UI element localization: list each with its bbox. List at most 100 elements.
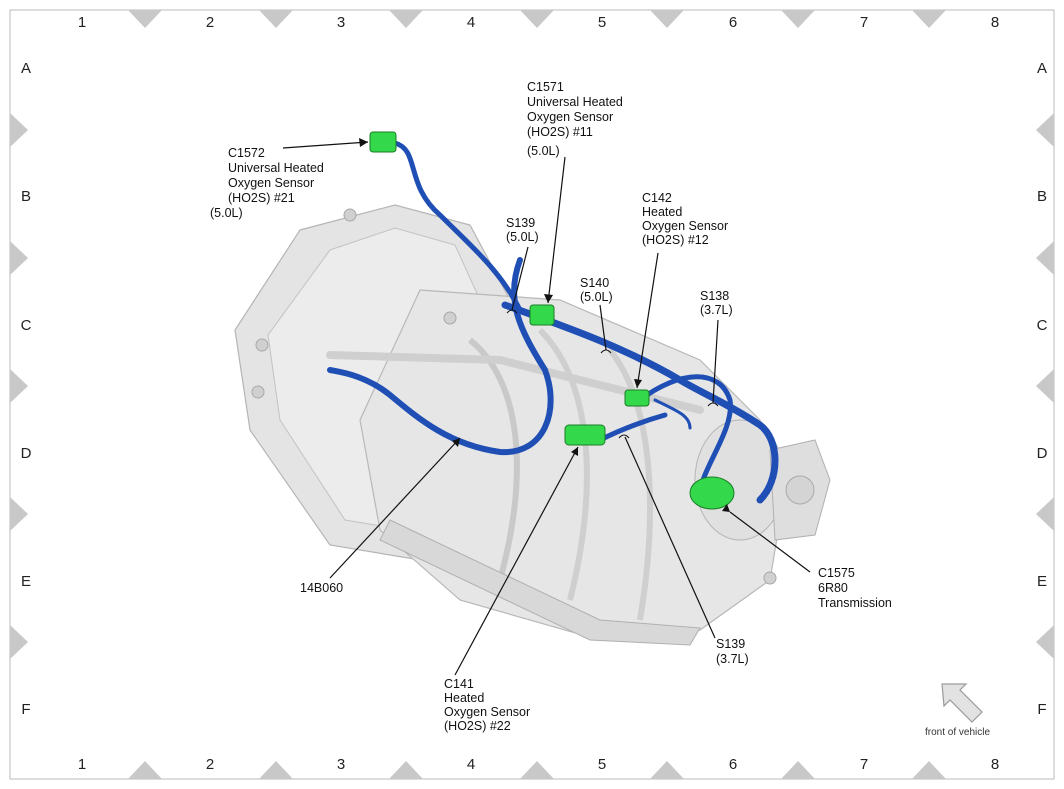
grid-row-label-right: C xyxy=(1037,317,1048,334)
callout-14b060: 14B060 xyxy=(300,581,343,595)
grid-marker xyxy=(1036,497,1054,531)
callout-s139-37: S139(3.7L) xyxy=(716,637,749,666)
grid-column-label-bottom: 4 xyxy=(467,756,475,773)
grid-marker xyxy=(389,761,423,779)
harness-branch-c1572 xyxy=(392,140,523,313)
front-of-vehicle-label: front of vehicle xyxy=(925,727,990,738)
grid-marker xyxy=(10,241,28,275)
grid-marker xyxy=(259,10,293,28)
mounting-boss xyxy=(255,338,269,352)
grid-column-label-top: 6 xyxy=(729,14,737,31)
grid-row-label-left: B xyxy=(21,188,31,205)
grid-column-label-top: 2 xyxy=(206,14,214,31)
grid-column-label-top: 4 xyxy=(467,14,475,31)
grid-marker xyxy=(10,113,28,147)
grid-row-label-left: F xyxy=(21,701,30,718)
connector-c142 xyxy=(624,389,650,407)
callout-line: Universal Heated xyxy=(527,95,623,109)
grid-row-label-right: D xyxy=(1037,445,1048,462)
connectors xyxy=(369,131,735,510)
harness-branch-c141 xyxy=(597,412,668,443)
callout-line: (5.0L) xyxy=(580,290,613,304)
case-rib xyxy=(607,348,653,621)
grid-column-label-top: 1 xyxy=(78,14,86,31)
splice-markers xyxy=(506,309,719,439)
callout-line: C1572 xyxy=(228,146,265,160)
callout-line: C1575 xyxy=(818,566,855,580)
callout-line: (HO2S) #22 xyxy=(444,719,511,733)
leader-14b060 xyxy=(329,437,461,579)
callout-line: S139 xyxy=(716,637,745,651)
callout-s140: S140(5.0L) xyxy=(580,276,613,304)
mounting-boss xyxy=(251,385,265,399)
grid-marker xyxy=(1036,625,1054,659)
splice-s139-50 xyxy=(506,309,518,314)
leader-c142 xyxy=(636,252,659,389)
grid-column-label-bottom: 7 xyxy=(860,756,868,773)
callout-line: (HO2S) #12 xyxy=(642,233,709,247)
arrowhead xyxy=(634,379,642,388)
connector-c1571 xyxy=(529,304,555,326)
mounting-boss xyxy=(343,208,357,222)
leader-arrowheads xyxy=(359,138,730,512)
grid-marker xyxy=(259,761,293,779)
grid-marker xyxy=(1036,241,1054,275)
front-of-vehicle-indicator: front of vehicle xyxy=(925,683,990,738)
grid-row-label-left: C xyxy=(21,317,32,334)
grid-row-label-left: A xyxy=(21,60,31,77)
leader-s138 xyxy=(712,319,719,404)
callout-line: (HO2S) #21 xyxy=(228,191,295,205)
callout-line: (3.7L) xyxy=(716,652,749,666)
transmission-illustration xyxy=(234,204,831,646)
grid-column-label-bottom: 2 xyxy=(206,756,214,773)
callout-line: (HO2S) #11 xyxy=(527,125,593,139)
callout-line: (5.0L) xyxy=(506,230,539,244)
callout-line: (5.0L) xyxy=(210,206,243,220)
connector-c141 xyxy=(564,424,606,446)
grid-marker xyxy=(912,10,946,28)
callout-line: 14B060 xyxy=(300,581,343,595)
callout-line: S139 xyxy=(506,216,535,230)
grid-marker xyxy=(128,761,162,779)
leader-lines xyxy=(282,141,811,676)
grid-column-label-top: 8 xyxy=(991,14,999,31)
leader-s139-37 xyxy=(624,436,716,639)
arrowhead xyxy=(722,504,730,512)
grid-marker xyxy=(650,10,684,28)
grid-marker xyxy=(10,625,28,659)
callout-line: C141 xyxy=(444,677,474,691)
grid-marker xyxy=(781,761,815,779)
grid-column-label-top: 5 xyxy=(598,14,606,31)
grid-row-label-left: E xyxy=(21,573,31,590)
callout-line: C142 xyxy=(642,191,672,205)
leader-s140 xyxy=(599,304,607,351)
arrowhead xyxy=(452,438,460,447)
grid-column-label-bottom: 3 xyxy=(337,756,345,773)
grid-marker xyxy=(389,10,423,28)
output-shaft xyxy=(785,475,815,505)
arrow-up-left-icon xyxy=(941,683,983,723)
grid-marker xyxy=(1036,113,1054,147)
callout-line: C1571 xyxy=(527,80,564,94)
arrowhead xyxy=(359,138,368,147)
callout-line: (5.0L) xyxy=(527,144,560,158)
callout-s138: S138(3.7L) xyxy=(700,289,733,317)
callout-line: S138 xyxy=(700,289,729,303)
callout-line: Oxygen Sensor xyxy=(642,219,728,233)
connector-c1572 xyxy=(369,131,397,153)
callout-line: Heated xyxy=(642,205,682,219)
oil-pan xyxy=(379,519,701,646)
grid-marker xyxy=(781,10,815,28)
grid-marker xyxy=(520,761,554,779)
grid-column-label-bottom: 6 xyxy=(729,756,737,773)
connector-c1575 xyxy=(689,476,735,510)
grid-column-label-bottom: 8 xyxy=(991,756,999,773)
callout-line: Transmission xyxy=(818,596,892,610)
grid-column-label-top: 7 xyxy=(860,14,868,31)
leader-c1575 xyxy=(729,511,811,573)
